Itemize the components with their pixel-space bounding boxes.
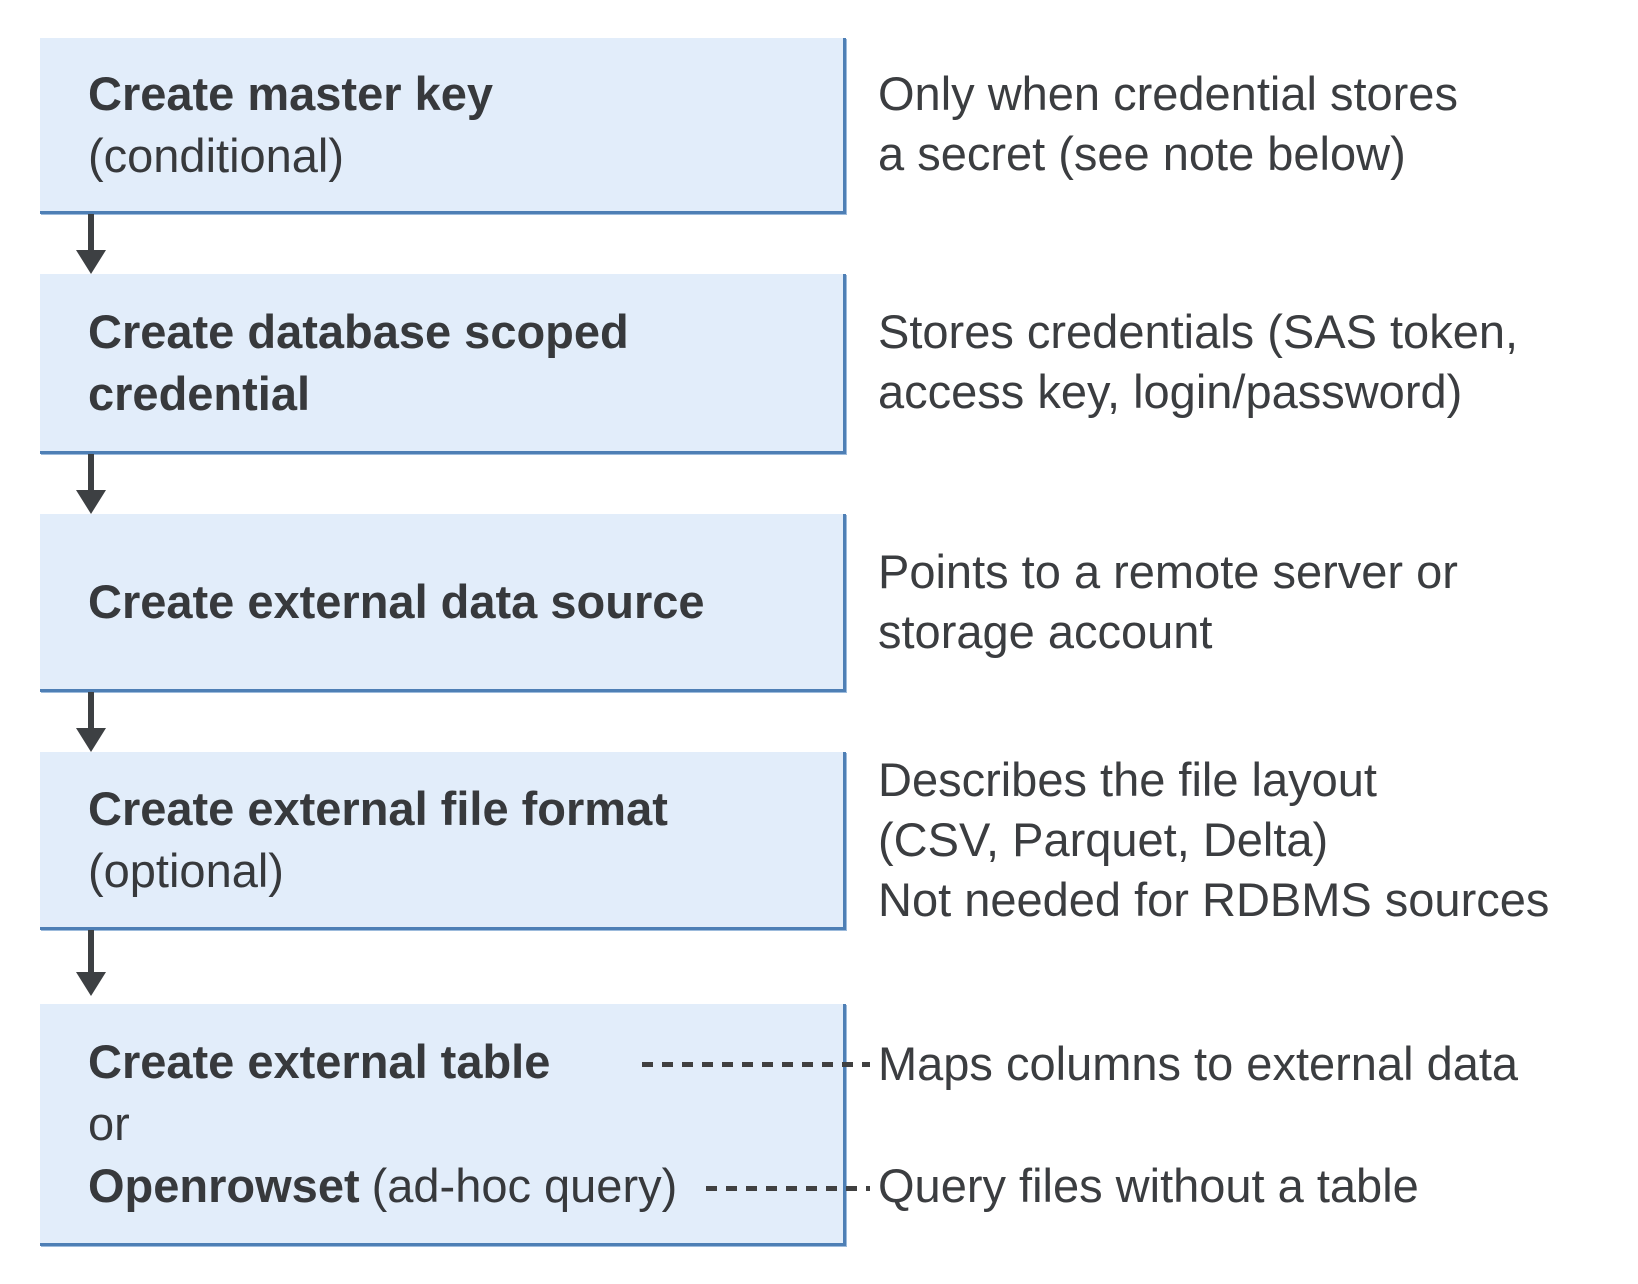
note-scoped-credential: Stores credentials (SAS token, access ke…	[878, 302, 1518, 422]
note-master-key: Only when credential stores a secret (se…	[878, 64, 1458, 184]
arrow-stem	[88, 692, 94, 728]
box-title: Create master key	[88, 66, 493, 120]
arrow-down-icon	[76, 972, 106, 996]
note-external-table: Maps columns to external data	[878, 1034, 1518, 1094]
arrow-down-icon	[76, 490, 106, 514]
flow-box-create-external-table-or-openrowset: Create external table or Openrowset(ad-h…	[40, 1004, 846, 1246]
note-line: access key, login/password)	[878, 365, 1463, 418]
note-line: Query files without a table	[878, 1159, 1419, 1212]
note-line: Not needed for RDBMS sources	[878, 873, 1550, 926]
note-line: Stores credentials (SAS token,	[878, 305, 1519, 358]
note-line: storage account	[878, 605, 1213, 658]
box-or-label: or	[88, 1096, 130, 1150]
box-subtitle: (optional)	[88, 843, 284, 897]
arrow-stem	[88, 214, 94, 250]
flow-box-create-master-key: Create master key (conditional)	[40, 38, 846, 214]
note-line: Points to a remote server or	[878, 545, 1458, 598]
box-alt-title-line: Openrowset(ad-hoc query)	[88, 1155, 843, 1217]
box-alt-title: Openrowset	[88, 1158, 360, 1212]
note-openrowset: Query files without a table	[878, 1156, 1419, 1216]
note-line: a secret (see note below)	[878, 127, 1406, 180]
note-line: (CSV, Parquet, Delta)	[878, 813, 1329, 866]
box-title: Create database scoped	[88, 304, 629, 358]
dashed-connector-external-table	[642, 1062, 870, 1067]
note-data-source: Points to a remote server or storage acc…	[878, 542, 1458, 662]
note-line: Only when credential stores	[878, 67, 1458, 120]
arrow-down-icon	[76, 728, 106, 752]
box-alt-suffix: (ad-hoc query)	[371, 1158, 678, 1212]
arrow-stem	[88, 454, 94, 490]
flow-box-create-external-file-format: Create external file format (optional)	[40, 752, 846, 930]
box-subtitle: (conditional)	[88, 128, 345, 182]
flow-box-create-database-scoped-credential: Create database scoped credential	[40, 274, 846, 454]
note-file-format: Describes the file layout (CSV, Parquet,…	[878, 750, 1549, 930]
box-title: Create external data source	[88, 574, 705, 628]
note-line: Maps columns to external data	[878, 1037, 1519, 1090]
box-title: Create external file format	[88, 781, 668, 835]
dashed-connector-openrowset	[706, 1186, 870, 1191]
arrow-stem	[88, 930, 94, 972]
box-title: Create external table	[88, 1034, 551, 1088]
note-line: Describes the file layout	[878, 753, 1377, 806]
flow-box-create-external-data-source: Create external data source	[40, 514, 846, 692]
box-title: credential	[88, 366, 311, 420]
arrow-down-icon	[76, 250, 106, 274]
